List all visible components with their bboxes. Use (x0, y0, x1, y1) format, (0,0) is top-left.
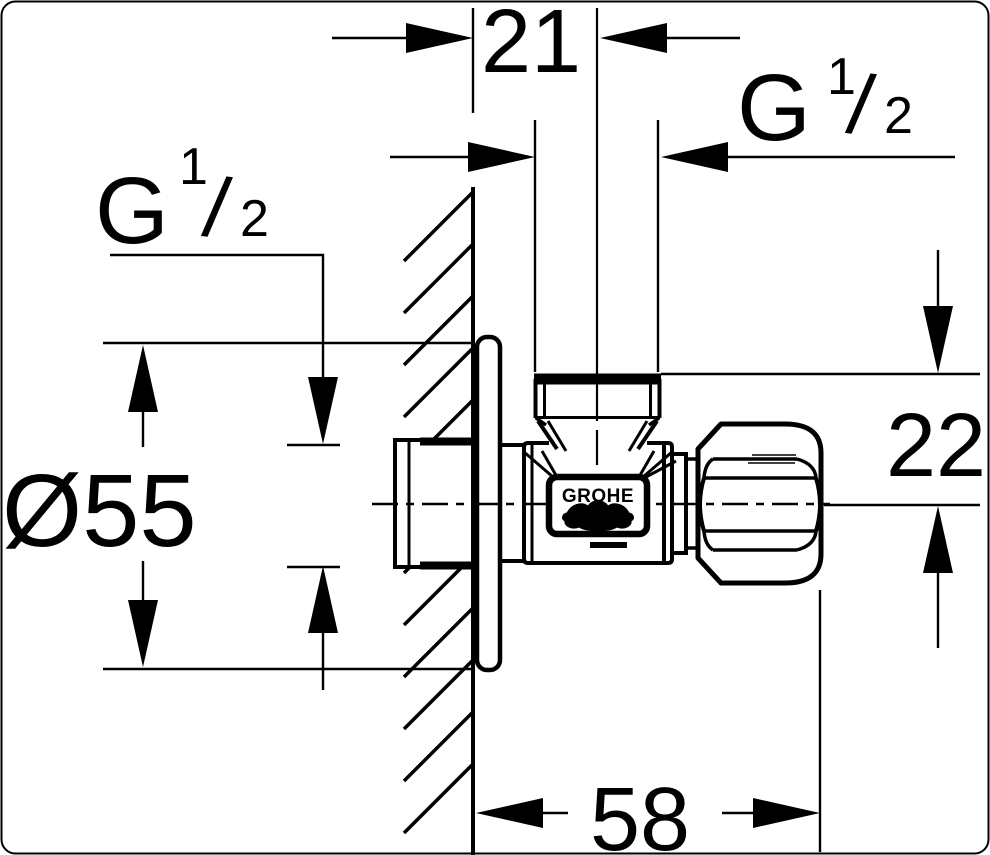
arrow-right-icon (753, 798, 820, 828)
grohe-logo-text: GROHE (562, 486, 634, 507)
dimension-diameter-55: Ø55 (2, 341, 473, 671)
arrow-right-icon (468, 142, 535, 172)
arrow-down-icon (128, 600, 158, 667)
thread-letter: G (95, 158, 169, 264)
arrow-down-icon (308, 377, 338, 444)
arrow-left-icon (476, 798, 543, 828)
thread-letter: G (737, 55, 811, 161)
arrow-up-icon (923, 506, 953, 573)
dimension-22-label: 22 (886, 396, 986, 496)
arrow-left-icon (661, 142, 728, 172)
thread-denominator: 2 (240, 190, 269, 248)
dimension-22: 22 (661, 250, 986, 648)
arrow-up-icon (128, 345, 158, 412)
dimension-21-label: 21 (481, 0, 581, 92)
arrow-right-icon (406, 23, 473, 53)
arrow-down-icon (923, 306, 953, 373)
grohe-badge: GROHE (545, 473, 651, 548)
dimension-21: 21 (332, 0, 740, 113)
outlet-funnel (523, 419, 677, 479)
arrow-up-icon (308, 566, 338, 633)
dimension-58-label: 58 (590, 770, 690, 855)
nut-thread-lines (748, 454, 797, 464)
dimension-g12-top: G 1 / 2 (390, 48, 955, 372)
thread-label-top: G 1 / 2 (737, 48, 913, 161)
arrow-left-icon (600, 23, 667, 53)
laurel-wreath-icon (562, 500, 634, 532)
thread-numerator: 1 (179, 138, 208, 196)
thread-denominator: 2 (884, 87, 913, 145)
valve-neck (500, 443, 526, 563)
diameter-label: Ø55 (2, 453, 197, 568)
dimension-58: 58 (476, 590, 822, 855)
thread-numerator: 1 (827, 48, 856, 106)
leader-line (110, 253, 325, 383)
